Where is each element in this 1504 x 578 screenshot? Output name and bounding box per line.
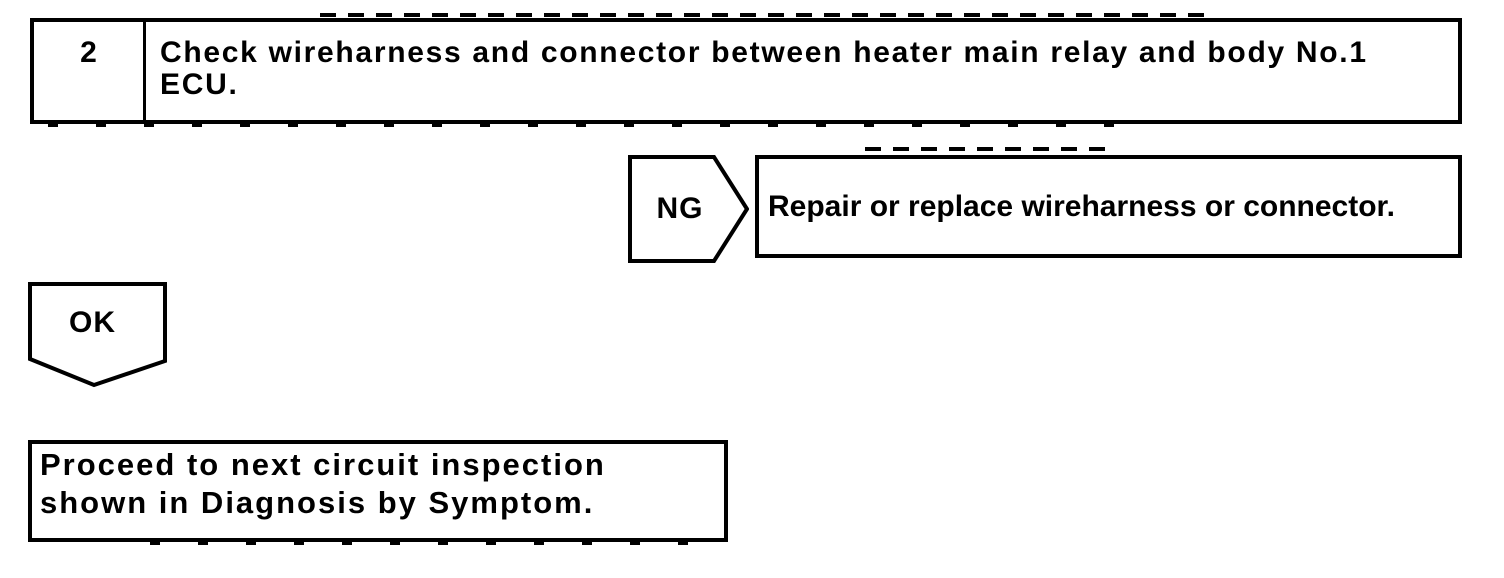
ok-label: OK <box>69 306 116 339</box>
ng-action-text: Repair or replace wireharness or connect… <box>768 189 1395 223</box>
scan-artifact <box>150 542 710 545</box>
result-box: Proceed to next circuit inspection shown… <box>28 440 728 542</box>
ng-action-box: Repair or replace wireharness or connect… <box>755 155 1462 258</box>
scan-artifact <box>320 13 1210 17</box>
ng-right-arrow-shape <box>628 155 749 263</box>
scan-artifact <box>48 124 1128 127</box>
ok-down-arrow-shape <box>28 282 167 388</box>
step-box: 2 Check wireharness and connector betwee… <box>30 18 1462 124</box>
result-text: Proceed to next circuit inspection shown… <box>40 447 606 520</box>
step-instruction: Check wireharness and connector between … <box>160 36 1368 101</box>
ng-flag-connector: NG <box>628 155 749 263</box>
ok-flag-connector: OK <box>28 282 167 388</box>
ng-label: NG <box>656 192 704 225</box>
step-number: 2 <box>34 22 146 120</box>
scan-artifact <box>865 147 1105 151</box>
